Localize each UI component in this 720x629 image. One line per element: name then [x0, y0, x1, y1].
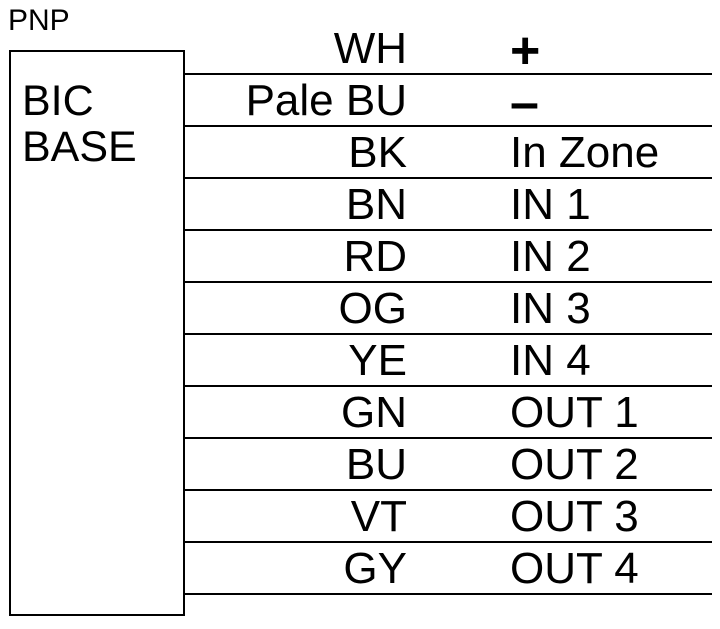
signal-label: IN 2	[510, 232, 591, 281]
pin-row-9: BU OUT 2	[185, 439, 712, 491]
pin-row-10: VT OUT 3	[185, 491, 712, 543]
signal-label: IN 1	[510, 180, 591, 229]
signal-label: OUT 4	[510, 544, 639, 593]
output-type-label: PNP	[8, 4, 70, 37]
base-name-line-2: BASE	[22, 123, 137, 171]
wire-line	[185, 489, 712, 491]
signal-label: IN 3	[510, 284, 591, 333]
pin-row-1: WH +	[185, 22, 712, 80]
pin-row-6: OG IN 3	[185, 283, 712, 335]
wire-line	[185, 385, 712, 387]
pin-row-11: GY OUT 4	[185, 543, 712, 595]
wire-line	[185, 437, 712, 439]
pin-row-5: RD IN 2	[185, 231, 712, 283]
wire-color-label: OG	[338, 284, 407, 333]
wire-color-label: Pale BU	[245, 76, 407, 125]
wire-color-label: BN	[345, 180, 407, 229]
wire-color-label: VT	[350, 492, 407, 541]
wire-color-label: YE	[348, 336, 407, 385]
pin-row-2: Pale BU –	[185, 74, 712, 132]
wire-color-label: GN	[341, 388, 407, 437]
pin-row-7: YE IN 4	[185, 335, 712, 387]
wire-line	[185, 125, 712, 127]
wire-color-label: BU	[345, 440, 407, 489]
wire-color-label: GY	[343, 544, 407, 593]
wire-line	[185, 177, 712, 179]
signal-label: OUT 3	[510, 492, 639, 541]
signal-label: OUT 1	[510, 388, 639, 437]
base-connector-box	[9, 50, 185, 616]
wire-line	[185, 593, 712, 595]
signal-label: +	[510, 22, 541, 80]
wire-line	[185, 541, 712, 543]
wire-color-label: WH	[333, 24, 407, 73]
signal-label: –	[510, 74, 539, 132]
wire-color-label: BK	[348, 128, 407, 177]
wire-line	[185, 73, 712, 75]
wire-line	[185, 333, 712, 335]
signal-label: IN 4	[510, 336, 591, 385]
wire-color-label: RD	[343, 232, 407, 281]
base-name: BIC BASE	[22, 78, 137, 170]
signal-label: OUT 2	[510, 440, 639, 489]
base-name-line-1: BIC	[22, 77, 94, 125]
wire-line	[185, 281, 712, 283]
wire-line	[185, 229, 712, 231]
pin-row-4: BN IN 1	[185, 179, 712, 231]
pin-row-8: GN OUT 1	[185, 387, 712, 439]
signal-label: In Zone	[510, 128, 660, 177]
pin-row-3: BK In Zone	[185, 127, 712, 179]
